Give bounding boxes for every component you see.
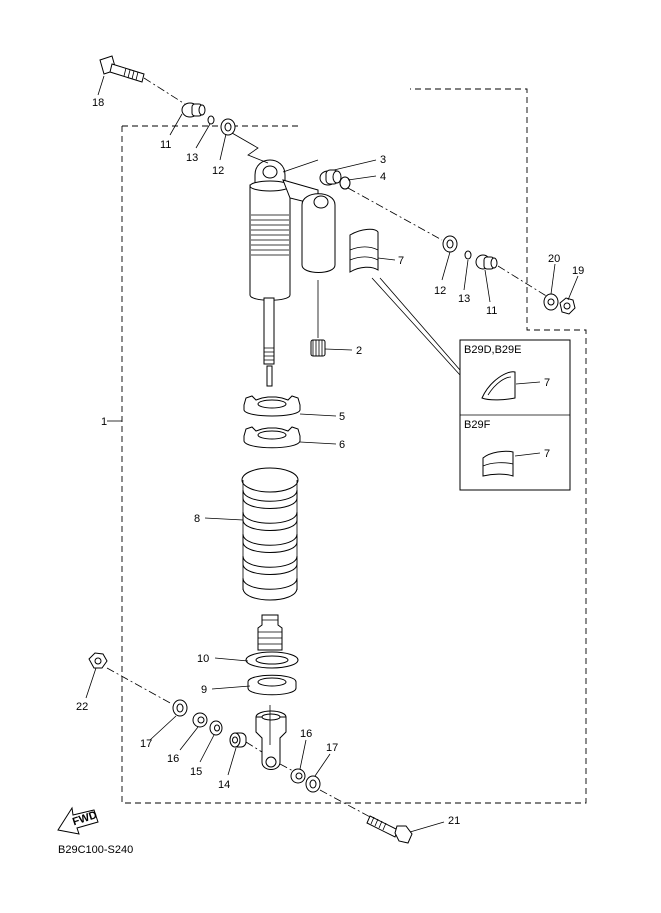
callout-7: 7	[398, 255, 404, 267]
callout-17-right: 17	[326, 742, 338, 754]
leader-variant-box	[371, 277, 461, 376]
collar-16-left	[192, 712, 208, 728]
oil-seal-17-left	[172, 699, 188, 717]
callout-3: 3	[380, 154, 386, 166]
spring-seat-10	[245, 651, 299, 669]
diagram-code: B29C100-S240	[58, 844, 133, 856]
protector-variant-2	[482, 450, 514, 477]
locknut-5	[243, 395, 301, 417]
callout-21: 21	[448, 815, 460, 827]
bump-stopper	[257, 614, 283, 651]
leader-lines	[85, 75, 579, 833]
spring-8	[241, 467, 299, 601]
bushing-14	[229, 732, 247, 748]
nut-22	[88, 652, 108, 669]
variant-label-b29d-b29e: B29D,B29E	[464, 344, 521, 356]
collar-3	[319, 169, 342, 186]
oil-seal-17-right	[305, 775, 321, 793]
o-ring-13-right	[464, 250, 472, 260]
callout-2: 2	[356, 345, 362, 357]
o-ring-4	[339, 176, 351, 190]
axis-line-right-lower	[497, 265, 549, 298]
callout-12-right: 12	[434, 285, 446, 297]
callout-8: 8	[194, 513, 200, 525]
axis-line-clevis-in	[245, 741, 263, 753]
collar-11-top	[181, 102, 206, 118]
collar-11-right	[475, 254, 498, 270]
callout-20: 20	[548, 253, 560, 265]
callout-13-top: 13	[186, 152, 198, 164]
variant-callout-7a: 7	[544, 377, 550, 389]
callout-22: 22	[76, 701, 88, 713]
callout-19: 19	[572, 265, 584, 277]
callout-14: 14	[218, 779, 230, 791]
variant-callout-7b: 7	[544, 448, 550, 460]
o-ring-13-top	[207, 115, 215, 125]
variant-box: B29D,B29E B29F 7 7	[459, 339, 571, 491]
variant-label-b29f: B29F	[464, 419, 491, 431]
bolt-18	[99, 55, 145, 83]
axis-line-top-bolt	[143, 77, 189, 107]
callout-9: 9	[201, 684, 207, 696]
callout-11-top: 11	[160, 139, 171, 151]
protector-7	[349, 228, 379, 273]
axis-line-right-upper	[347, 187, 443, 241]
callout-16-right: 16	[300, 728, 312, 740]
spring-guide-9	[247, 674, 297, 696]
nut-19	[559, 297, 576, 315]
washer-20	[543, 293, 559, 311]
callout-6: 6	[339, 439, 345, 451]
callout-17-left: 17	[140, 738, 152, 750]
bearing-15	[209, 720, 223, 736]
lower-clevis	[255, 710, 287, 770]
axis-line-lower-left	[106, 667, 173, 705]
leader-eye-right	[282, 159, 319, 173]
assembly-outline	[121, 88, 587, 804]
adjuster-6	[243, 426, 301, 449]
shock-body	[249, 159, 336, 387]
collar-16-right	[290, 768, 306, 784]
callout-5: 5	[339, 411, 345, 423]
callout-13-right: 13	[458, 293, 470, 305]
callout-12-top: 12	[212, 165, 224, 177]
callout-4: 4	[380, 171, 386, 183]
fwd-arrow-icon: FWD	[57, 806, 99, 835]
leader-eye-top	[231, 132, 269, 164]
callout-1: 1	[101, 416, 107, 428]
callout-15: 15	[190, 766, 202, 778]
callout-18: 18	[92, 97, 104, 109]
protector-variant-1	[481, 371, 516, 401]
oil-seal-12-right	[442, 235, 458, 253]
bolt-21	[366, 815, 413, 844]
axis-line-lower-bolt	[319, 789, 373, 819]
callout-16-left: 16	[167, 753, 179, 765]
callout-labels: 1 2 3 4 5 6 7 8 9 10 11 11 12 12 13 13 1…	[76, 97, 584, 827]
callout-10: 10	[197, 653, 209, 665]
oil-seal-12-top	[220, 118, 236, 136]
axis-line-clevis-out	[279, 763, 296, 773]
valve-cap-2	[310, 339, 326, 357]
callout-11-right: 11	[486, 305, 497, 317]
